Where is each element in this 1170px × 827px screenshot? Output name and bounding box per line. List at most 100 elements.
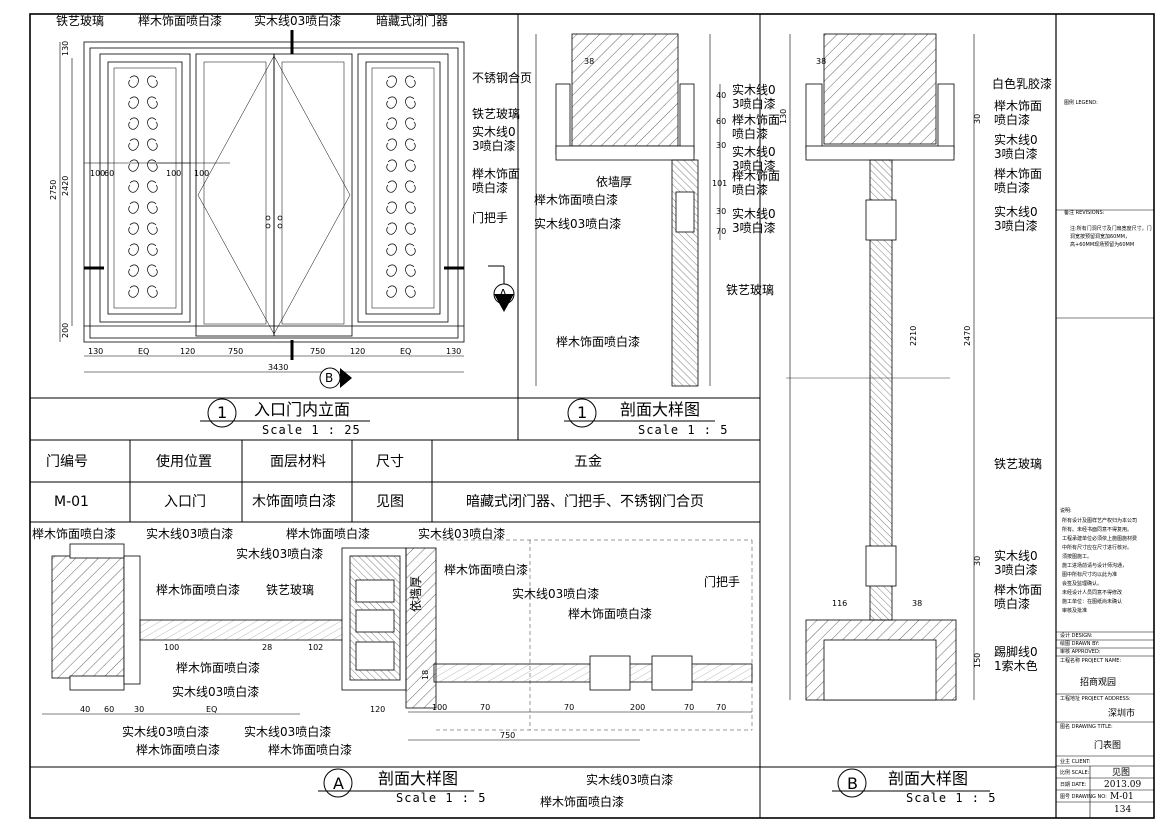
sA-dim-120: 120 [370,705,385,714]
sA-dim-40: 40 [80,705,90,714]
tb-project-label: 工程名称 PROJECT NAME: [1060,657,1121,664]
sB-dim-130: 130 [779,109,788,124]
tb-date-label: 日期 DATE: [1060,782,1087,788]
sB-dim-30: 30 [973,114,982,124]
scroll-ornament [386,138,397,151]
elev-label-hinge: 不锈钢合页 [472,70,532,85]
tb-project: 招商观园 [1080,676,1116,688]
sA-label-3: 榉木饰面喷白漆 [286,526,370,541]
scroll-ornament [405,264,416,277]
tb-date: 2013.09 [1104,780,1141,790]
scroll-ornament [386,243,397,256]
elev-label-beech-1: 榉木饰面 [472,167,520,181]
scroll-ornament [128,243,139,256]
scroll-ornament [128,96,139,109]
elev-label-iron-glass: 铁艺玻璃 [56,14,104,28]
tb-address: 深圳市 [1108,707,1135,719]
tb-revisions: 备注 REVISIONS: [1064,209,1105,216]
s1-label-9: 榉木饰面喷白漆 [556,334,640,349]
sB-label-3a: 榉木饰面 [994,167,1042,181]
scroll-ornament [128,159,139,172]
section1-scale: Scale 1 : 5 [638,423,728,437]
sA-label-15: 实木线03喷白漆 [244,724,331,739]
s1-label-5: 榉木饰面喷白漆 [534,192,618,207]
sectionA-scale: Scale 1 : 5 [396,791,486,805]
tb-rev-note-2: 洞宽按预留洞宽加60MM， [1070,233,1130,240]
sB-label-5: 铁艺玻璃 [994,457,1042,471]
tb-note-line: 所有设计及图样艺产权归为本公司 [1062,517,1137,524]
sA-label-4: 实木线03喷白漆 [418,526,505,541]
scroll-ornament [386,75,397,88]
tb-no-label: 图号 DRAWING NO: [1060,794,1107,800]
scroll-ornament [405,285,416,298]
sA-dim-28: 28 [262,643,272,652]
s1-label-1a: 实木线0 [732,82,776,97]
sA-dim-70c: 70 [684,703,694,712]
elev-dim-w-120a: 120 [180,347,195,356]
sA-dim-30: 30 [134,705,144,714]
sectionA-title: 剖面大样图 [378,769,458,788]
sB-label-latex: 白色乳胶漆 [992,76,1052,91]
sA-dim-200: 200 [630,703,645,712]
elev-label-beech-panel: 榉木饰面喷白漆 [138,13,222,28]
tb-note-line: 图中所标尺寸均以此为准 [1062,571,1117,578]
elev-dim-w-60: 60 [104,169,114,178]
s1-label-6: 实木线03喷白漆 [534,216,621,231]
sA-dim-750: 750 [500,731,515,740]
s1-label-8: 铁艺玻璃 [726,283,774,297]
scroll-ornament [386,180,397,193]
elev-dim-w-130b: 130 [446,347,461,356]
sB-label-6a: 实木线0 [994,548,1038,563]
tb-rev-note-1: 注:所有门洞尺寸及门扇宽度尺寸，门 [1070,225,1152,232]
elev-label-solid-line-2: 3喷白漆 [472,138,516,153]
elev-dim-130: 130 [61,41,70,56]
scroll-ornament [386,117,397,130]
sA-label-8: 铁艺玻璃 [266,583,314,597]
elev-label-handle: 门把手 [472,210,508,225]
elev-dim-w-100c: 100 [194,169,209,178]
s1-label-wall: 依墙厚 [596,174,632,189]
tb-design: 设计 DESIGN: [1060,632,1093,639]
sectionB-title: 剖面大样图 [888,769,968,788]
elevation-number: 1 [217,403,227,422]
sectionB-tag: B [847,774,858,793]
s1-label-2b: 喷白漆 [732,126,768,141]
section-tag-b-elev: B [325,371,333,385]
sA-dim-100: 100 [164,643,179,652]
s1-label-1b: 3喷白漆 [732,96,776,111]
elev-dim-w-120b: 120 [350,347,365,356]
sB-label-4a: 实木线0 [994,204,1038,219]
sB-label-6b: 3喷白漆 [994,562,1038,577]
scroll-ornament [147,96,158,109]
table-cell-hardware: 暗藏式闭门器、门把手、不锈钢门合页 [466,494,704,510]
sA-label-1: 榉木饰面喷白漆 [32,526,116,541]
s1-label-4b: 喷白漆 [732,182,768,197]
scroll-ornament [405,201,416,214]
sA-dim-18: 18 [421,670,430,680]
section1-number: 1 [577,403,587,422]
s1-label-3a: 实木线0 [732,144,776,159]
elev-dim-w-100b: 100 [166,169,181,178]
tb-client-label: 业主 CLIENT: [1060,758,1091,765]
sectionA-tag: A [333,774,344,793]
sB-label-2b: 3喷白漆 [994,146,1038,161]
s1-label-3b: 3喷白漆 [732,158,776,173]
tb-check: 审核 APPROVED: [1060,648,1101,655]
scroll-ornament [386,96,397,109]
elev-dim-w-130a: 130 [88,347,103,356]
tb-drawing-label: 图名 DRAWING TITLE: [1060,723,1113,730]
scroll-ornament [128,138,139,151]
s1-label-7b: 3喷白漆 [732,220,776,235]
tb-rev-note-3: 高+60MM现场预留为60MM [1070,241,1134,248]
scroll-ornament [386,264,397,277]
tb-no: M-01 [1110,792,1134,802]
elev-dim-w-eq2: EQ [400,347,411,356]
scroll-ornament [147,222,158,235]
scroll-ornament [405,117,416,130]
s1-label-7a: 实木线0 [732,206,776,221]
table-header-hardware: 五金 [574,454,602,470]
sA-dim-eq: EQ [206,705,217,714]
tb-legend: 图例 LEGEND: [1064,99,1098,106]
sB-label-3b: 喷白漆 [994,180,1030,195]
sA-label-11: 门把手 [704,574,740,589]
